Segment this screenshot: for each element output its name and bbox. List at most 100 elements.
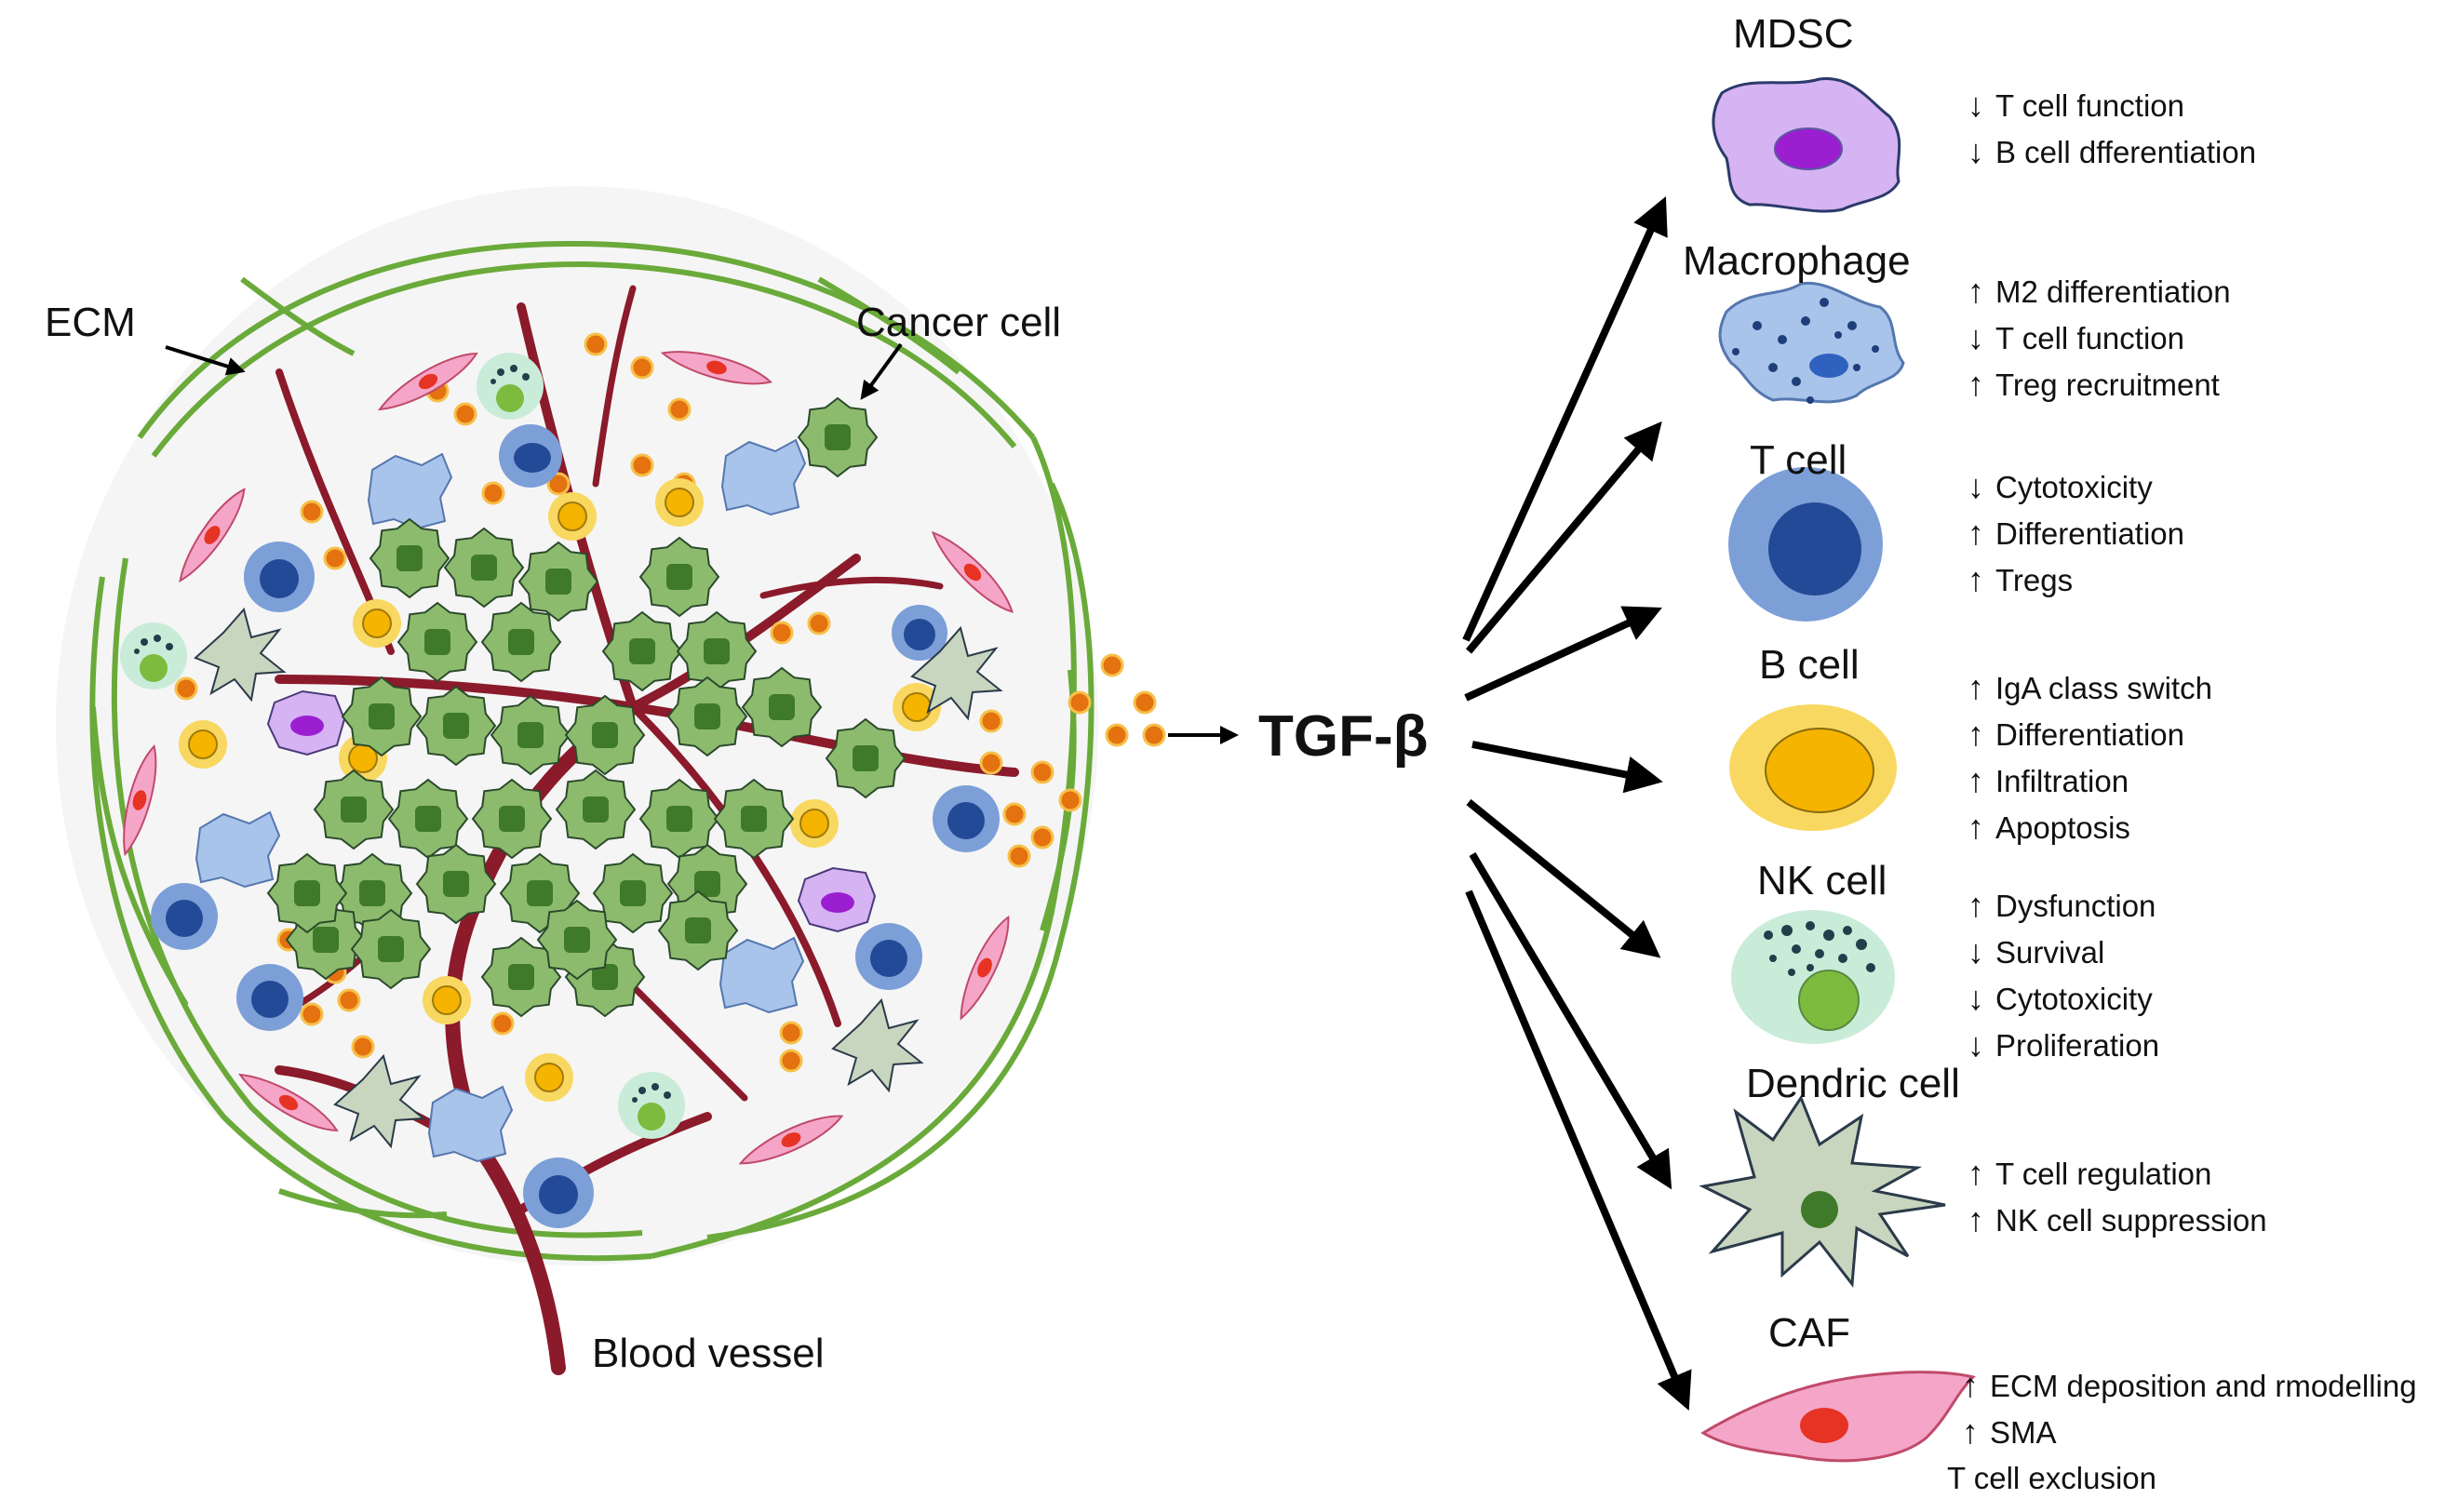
cancer-cell-nucleus — [694, 871, 720, 897]
cancer-cell-nucleus — [741, 806, 767, 832]
effect-text: NK cell suppression — [1995, 1203, 2267, 1238]
up-arrow-icon: ↑ — [1962, 1412, 1979, 1451]
down-arrow-icon: ↓ — [1968, 467, 1984, 505]
t-cells-tumor — [151, 424, 1000, 1228]
cancer-cell-nucleus — [592, 964, 618, 990]
effect-row: ↑Differentiation — [1962, 514, 2184, 553]
up-arrow-icon: ↑ — [1968, 808, 1984, 846]
cancer-cell-nucleus — [704, 638, 730, 664]
up-arrow-icon: ↑ — [1968, 715, 1984, 753]
macrophage-name: Macrophage — [1683, 238, 1911, 284]
blood-vessel-label: Blood vessel — [592, 1331, 825, 1376]
cancer-cell-nucleus — [694, 703, 720, 729]
tgf-beta-label: TGF-β — [1258, 704, 1429, 769]
effect-text: Differentiation — [1995, 717, 2185, 752]
orange-dots — [174, 332, 1166, 1073]
cancer-cell-nucleus — [583, 796, 609, 823]
b-cell-icon — [1729, 704, 1897, 831]
dendritic-cells-tumor — [194, 607, 1003, 1149]
cancer-cell-label: Cancer cell — [856, 300, 1062, 345]
up-arrow-icon: ↑ — [1968, 514, 1984, 552]
t-cell-name: T cell — [1750, 437, 1847, 483]
up-arrow-icon: ↑ — [1968, 668, 1984, 706]
cancer-cell-nucleus — [592, 722, 618, 748]
t-cell-icon — [1728, 467, 1883, 622]
cancer-cell-nucleus — [471, 555, 497, 581]
down-arrow-icon: ↓ — [1968, 932, 1984, 970]
down-arrow-icon: ↓ — [1968, 318, 1984, 356]
effect-row: T cell exclusion — [1947, 1461, 2156, 1496]
up-arrow-icon: ↑ — [1968, 761, 1984, 799]
mdsc-tumor — [266, 689, 877, 933]
cancer-cell-cluster — [266, 396, 907, 1018]
cancer-cell-nucleus — [508, 964, 534, 990]
up-arrow-icon: ↑ — [1962, 1366, 1979, 1404]
effect-row: ↑ Infiltration — [1962, 761, 2129, 800]
macrophages-tumor — [195, 438, 807, 1163]
macrophage-icon — [1718, 281, 1905, 404]
cancer-cell-nucleus — [666, 806, 692, 832]
cancer-cell-nucleus — [369, 703, 395, 729]
effect-text: T cell function — [1995, 321, 2184, 355]
effect-row: ↑Tregs — [1962, 560, 2073, 599]
effect-text: Apoptosis — [1995, 810, 2130, 845]
cancer-cell-nucleus — [499, 806, 525, 832]
cancer-cell-nucleus — [545, 569, 571, 595]
effect-row: ↑ Apoptosis — [1962, 808, 2130, 847]
cancer-cell-nucleus — [313, 927, 339, 953]
cancer-cell-nucleus — [359, 880, 385, 906]
cancer-cell-nucleus — [294, 880, 320, 906]
down-arrow-icon: ↓ — [1968, 86, 1984, 124]
effect-text: Survival — [1995, 935, 2105, 970]
cancer-cell-nucleus — [853, 745, 879, 771]
up-arrow-icon: ↑ — [1968, 1200, 1984, 1238]
effect-text: Proliferation — [1995, 1028, 2160, 1063]
nk-cell-name: NK cell — [1757, 858, 1887, 903]
up-arrow-icon: ↑ — [1968, 272, 1984, 310]
effect-row: ↓Cytotoxicity — [1962, 979, 2153, 1018]
cancer-cell-nucleus — [629, 638, 655, 664]
effect-text: T cell regulation — [1995, 1157, 2212, 1191]
up-arrow-icon: ↑ — [1968, 1154, 1984, 1192]
effect-row: ↑ECM deposition and rmodelling — [1956, 1366, 2417, 1405]
dendritic-cell-name: Dendric cell — [1746, 1061, 1960, 1106]
effect-row: ↑ SMA — [1956, 1412, 2057, 1452]
cancer-cell-nucleus — [341, 796, 367, 823]
effect-text: Treg recruitment — [1995, 368, 2220, 402]
cancer-cell-nucleus — [415, 806, 441, 832]
effect-row: ↑ M2 differentiation — [1962, 272, 2231, 311]
effect-row: ↑Dysfunction — [1962, 886, 2156, 925]
cancer-cell-nucleus — [527, 880, 553, 906]
effect-text: M2 differentiation — [1995, 274, 2231, 309]
cancer-cell-nucleus — [378, 936, 404, 962]
effect-text: Cytotoxicity — [1995, 982, 2153, 1016]
effect-text: Infiltration — [1995, 764, 2129, 798]
effect-row: ↓ Cytotoxicity — [1962, 467, 2153, 506]
effect-text: SMA — [1990, 1415, 2057, 1450]
nk-cells-tumor — [120, 353, 685, 1139]
tgf-beta-arrows — [1462, 196, 1692, 1412]
cancer-cell-nucleus — [424, 629, 450, 655]
up-arrow-icon: ↑ — [1968, 886, 1984, 924]
effect-text: Cytotoxicity — [1995, 470, 2153, 504]
cancer-cell-nucleus — [666, 564, 692, 590]
caf-icon — [1700, 1371, 1976, 1463]
cancer-cell-nucleus — [517, 722, 544, 748]
caf-tumor — [123, 351, 1014, 1165]
cancer-cell-nucleus — [508, 629, 534, 655]
down-arrow-icon: ↓ — [1968, 132, 1984, 170]
effect-row: ↑ T cell regulation — [1962, 1154, 2211, 1193]
mdsc-icon — [1712, 77, 1901, 213]
cancer-cell-nucleus — [564, 927, 590, 953]
effect-text: IgA class switch — [1995, 671, 2212, 705]
cancer-cell-nucleus — [825, 424, 851, 450]
up-arrow-icon: ↑ — [1968, 365, 1984, 403]
down-arrow-icon: ↓ — [1968, 1025, 1984, 1064]
dendritic-cell-icon — [1699, 1094, 1946, 1288]
effect-row: ↑ NK cell suppression — [1962, 1200, 2267, 1239]
effect-text: T cell function — [1995, 88, 2184, 123]
cancer-cell-nucleus — [769, 694, 795, 720]
cancer-cell-nucleus — [443, 871, 469, 897]
b-cell-name: B cell — [1759, 642, 1860, 688]
